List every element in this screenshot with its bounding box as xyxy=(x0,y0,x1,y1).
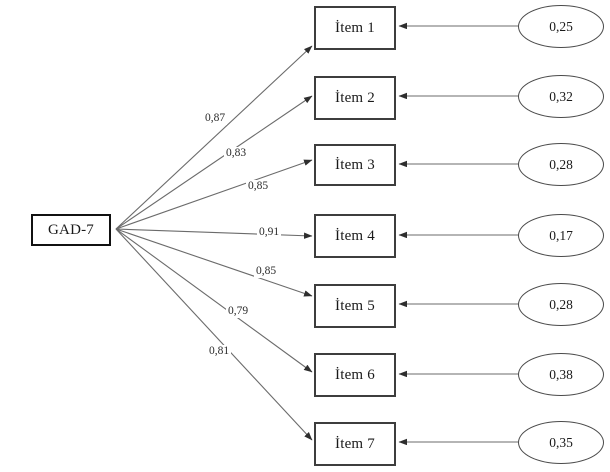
indicator-box-item-5[interactable]: İtem 5 xyxy=(314,284,396,328)
loading-path-3 xyxy=(115,159,313,230)
loading-path-5 xyxy=(115,228,313,297)
residual-value: 0,38 xyxy=(549,366,573,382)
loading-value: 0,85 xyxy=(256,265,277,277)
indicator-box-item-1[interactable]: İtem 1 xyxy=(314,6,396,50)
loading-value: 0,91 xyxy=(259,226,280,238)
loading-value: 0,85 xyxy=(248,180,269,192)
indicator-box-item-2[interactable]: İtem 2 xyxy=(314,76,396,120)
residual-value: 0,25 xyxy=(549,18,573,34)
indicator-label: İtem 5 xyxy=(335,297,375,314)
residual-ellipse-item-6[interactable]: 0,38 xyxy=(518,353,604,396)
loading-label-item-6: 0,79 xyxy=(226,305,251,318)
loading-value: 0,81 xyxy=(209,345,230,357)
residual-value: 0,35 xyxy=(549,434,573,450)
loading-path-6 xyxy=(115,228,313,373)
indicator-box-item-3[interactable]: İtem 3 xyxy=(314,144,396,186)
loading-value: 0,79 xyxy=(228,305,249,317)
indicator-box-item-7[interactable]: İtem 7 xyxy=(314,422,396,466)
loading-path-7 xyxy=(115,228,313,441)
residual-ellipse-item-3[interactable]: 0,28 xyxy=(518,143,604,186)
loading-path-4 xyxy=(115,228,313,239)
loading-label-item-3: 0,85 xyxy=(246,180,271,193)
latent-variable-gad7[interactable]: GAD-7 xyxy=(31,214,111,246)
indicator-label: İtem 6 xyxy=(335,366,375,383)
loading-value: 0,87 xyxy=(205,112,226,124)
indicator-label: İtem 7 xyxy=(335,435,375,452)
indicator-label: İtem 2 xyxy=(335,89,375,106)
residual-value: 0,28 xyxy=(549,156,573,172)
residual-value: 0,17 xyxy=(549,227,573,243)
indicator-label: İtem 3 xyxy=(335,156,375,173)
residual-ellipse-item-2[interactable]: 0,32 xyxy=(518,75,604,118)
residual-ellipse-item-5[interactable]: 0,28 xyxy=(518,283,604,326)
indicator-box-item-4[interactable]: İtem 4 xyxy=(314,214,396,258)
loading-path-2 xyxy=(115,95,313,230)
residual-ellipse-item-1[interactable]: 0,25 xyxy=(518,5,604,48)
loading-label-item-7: 0,81 xyxy=(207,345,232,358)
latent-variable-label: GAD-7 xyxy=(48,221,94,238)
loading-path-1 xyxy=(115,45,313,230)
loading-label-item-4: 0,91 xyxy=(257,226,282,239)
indicator-label: İtem 1 xyxy=(335,19,375,36)
residual-value: 0,28 xyxy=(549,296,573,312)
residual-ellipse-item-4[interactable]: 0,17 xyxy=(518,214,604,257)
loading-label-item-2: 0,83 xyxy=(224,147,249,160)
residual-ellipse-item-7[interactable]: 0,35 xyxy=(518,421,604,464)
residual-value: 0,32 xyxy=(549,88,573,104)
indicator-label: İtem 4 xyxy=(335,227,375,244)
loading-value: 0,83 xyxy=(226,147,247,159)
indicator-box-item-6[interactable]: İtem 6 xyxy=(314,353,396,397)
loading-label-item-5: 0,85 xyxy=(254,265,279,278)
loading-label-item-1: 0,87 xyxy=(203,112,228,125)
